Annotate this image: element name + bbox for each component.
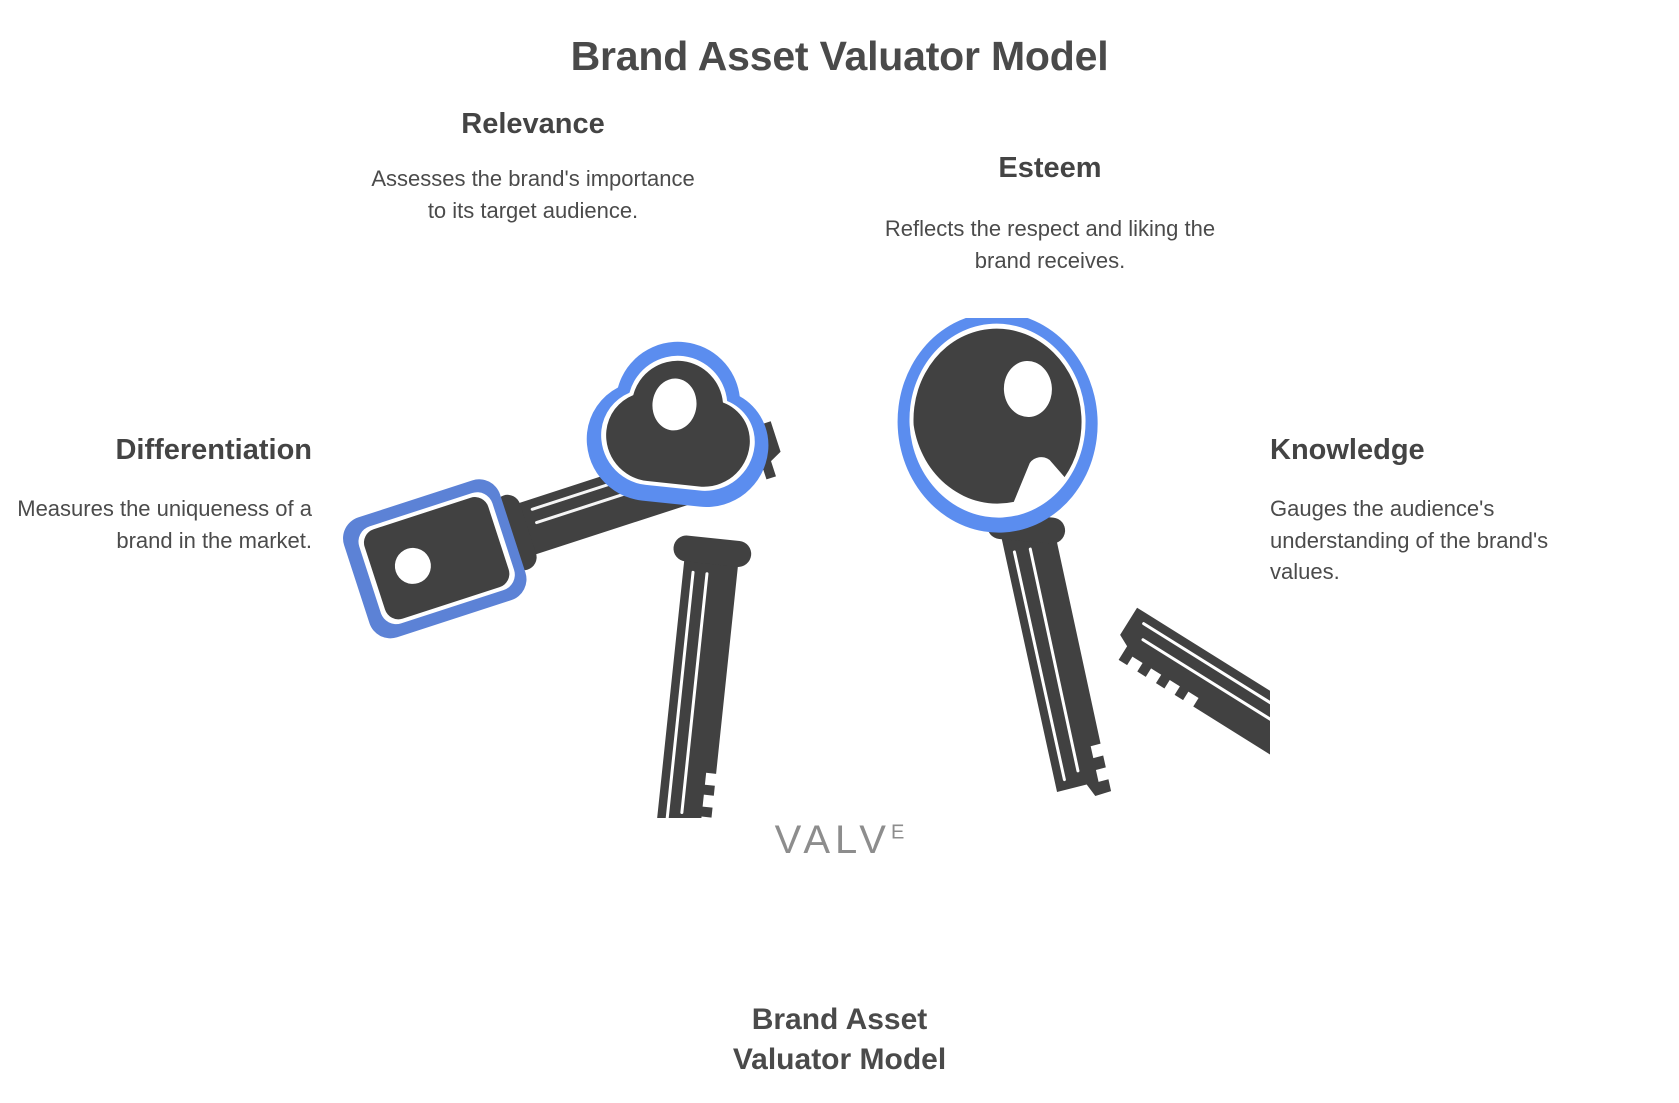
footer-caption-line2: Valuator Model — [732, 1042, 947, 1076]
footer-caption: Brand Asset Valuator Model — [0, 1000, 1679, 1080]
page-title: Brand Asset Valuator Model — [570, 33, 1109, 80]
callout-knowledge-description: Gauges the audience's understanding of t… — [1270, 496, 1549, 584]
callout-relevance: Relevance Assesses the brand's importanc… — [368, 108, 698, 226]
callout-esteem-title: Esteem — [998, 152, 1102, 184]
watermark-text: VALV — [774, 818, 891, 862]
callout-knowledge-title: Knowledge — [1270, 434, 1425, 466]
keys-illustration — [330, 318, 1270, 818]
callout-relevance-description: Assesses the brand's importance to its t… — [371, 166, 695, 223]
key-hole — [1003, 360, 1052, 417]
callout-differentiation-description: Measures the uniqueness of a brand in th… — [17, 496, 312, 553]
callout-differentiation-title: Differentiation — [115, 434, 312, 466]
key-cloud-icon — [586, 341, 769, 818]
key-circle-icon — [897, 318, 1112, 797]
callout-relevance-title: Relevance — [461, 108, 605, 140]
footer-caption-line1: Brand Asset — [751, 1003, 928, 1036]
key-hole — [394, 547, 431, 584]
callout-knowledge: Knowledge Gauges the audience's understa… — [1270, 434, 1600, 587]
callout-esteem: Esteem Reflects the respect and liking t… — [880, 152, 1220, 276]
key-hexagon-icon — [1118, 607, 1270, 802]
key-hole — [652, 378, 697, 431]
watermark-superscript: E — [891, 821, 905, 844]
callout-differentiation: Differentiation Measures the uniqueness … — [0, 434, 312, 556]
callout-esteem-description: Reflects the respect and liking the bran… — [884, 216, 1216, 273]
valve-watermark: VALVE — [0, 818, 1679, 863]
